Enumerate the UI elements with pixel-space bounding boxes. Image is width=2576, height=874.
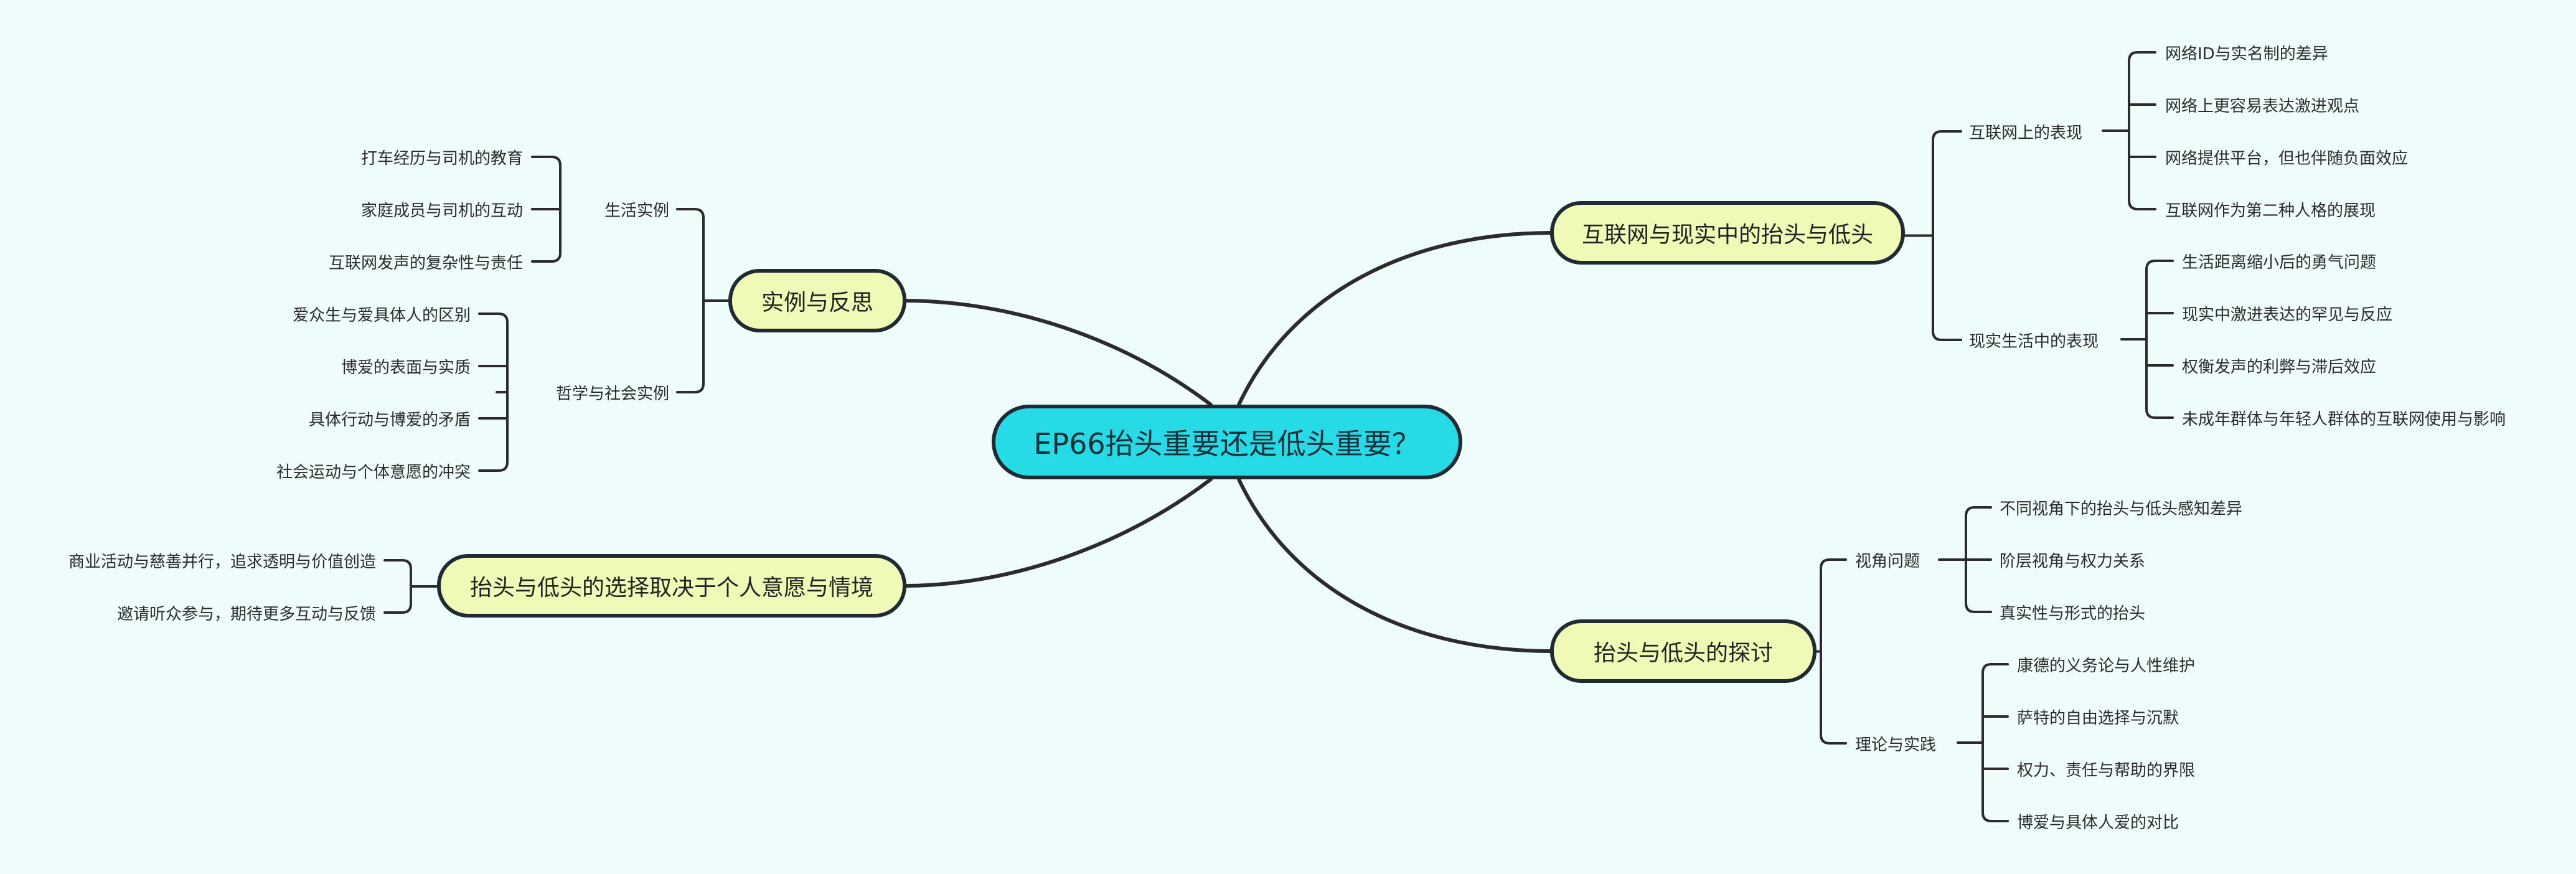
bracket-choice-leaves-bar xyxy=(383,559,412,614)
leaf-item[interactable]: 真实性与形式的抬头 xyxy=(2000,604,2146,623)
leaf-item[interactable]: 网络ID与实名制的差异 xyxy=(2165,44,2328,63)
leaf-item[interactable]: 权衡发声的利弊与滞后效应 xyxy=(2182,357,2377,377)
connector-root-examples xyxy=(905,299,1213,406)
leaf-item[interactable]: 打车经历与司机的教育 xyxy=(360,149,523,168)
leaf-item[interactable]: 生活距离缩小后的勇气问题 xyxy=(2182,253,2377,272)
subtopic-internet[interactable]: 互联网上的表现 xyxy=(1969,123,2083,143)
leaf-item[interactable]: 网络上更容易表达激进观点 xyxy=(2165,96,2360,116)
connector-root-discussion xyxy=(1237,477,1552,653)
bracket-internet-reality-bar xyxy=(1932,130,1962,341)
leaf-item[interactable]: 商业活动与慈善并行，追求透明与价值创造 xyxy=(68,552,376,571)
connector-root-internet xyxy=(1237,231,1552,406)
bracket-theory-leaves-bar xyxy=(1981,663,2009,822)
subtopic-real-life[interactable]: 现实生活中的表现 xyxy=(1969,332,2099,351)
bracket-internet-leaves-bar xyxy=(2128,51,2156,210)
topic-internet-reality[interactable]: 互联网与现实中的抬头与低头 xyxy=(1550,201,1905,265)
leaf-item[interactable]: 互联网发声的复杂性与责任 xyxy=(328,253,523,273)
connector-root-choice xyxy=(905,477,1213,588)
subtopic-philosophy[interactable]: 哲学与社会实例 xyxy=(555,384,669,403)
root-topic[interactable]: EP66抬头重要还是低头重要？ xyxy=(992,405,1462,479)
leaf-item[interactable]: 博爱与具体人爱的对比 xyxy=(2017,813,2179,832)
subtopic-theory[interactable]: 理论与实践 xyxy=(1855,735,1937,754)
leaf-item[interactable]: 具体行动与博爱的矛盾 xyxy=(308,410,471,430)
leaf-item[interactable]: 博爱的表面与实质 xyxy=(341,358,471,377)
topic-choice[interactable]: 抬头与低头的选择取决于个人意愿与情境 xyxy=(437,554,906,618)
leaf-item[interactable]: 网络提供平台，但也伴随负面效应 xyxy=(2165,149,2409,168)
leaf-item[interactable]: 未成年群体与年轻人群体的互联网使用与影响 xyxy=(2182,410,2506,429)
leaf-item[interactable]: 社会运动与个体意愿的冲突 xyxy=(276,463,471,482)
bracket-discussion-bar xyxy=(1820,558,1847,745)
leaf-item[interactable]: 权力、责任与帮助的界限 xyxy=(2017,761,2196,780)
leaf-item[interactable]: 现实中激进表达的罕见与反应 xyxy=(2182,305,2393,324)
bracket-reallife-leaves-bar xyxy=(2145,260,2174,419)
subtopic-life[interactable]: 生活实例 xyxy=(604,201,669,220)
subtopic-perspective[interactable]: 视角问题 xyxy=(1855,552,1920,571)
bracket-examples-bar xyxy=(676,208,705,393)
topic-examples[interactable]: 实例与反思 xyxy=(728,269,906,332)
leaf-item[interactable]: 萨特的自由选择与沉默 xyxy=(2017,708,2179,728)
leaf-item[interactable]: 康德的义务论与人性维护 xyxy=(2017,656,2196,675)
bracket-philosophy-leaves-bar xyxy=(478,312,509,472)
leaf-item[interactable]: 阶层视角与权力关系 xyxy=(2000,552,2146,571)
leaf-item[interactable]: 互联网作为第二种人格的展现 xyxy=(2165,201,2376,220)
leaf-item[interactable]: 家庭成员与司机的互动 xyxy=(360,201,523,220)
leaf-item[interactable]: 不同视角下的抬头与低头感知差异 xyxy=(2000,499,2243,519)
topic-discussion[interactable]: 抬头与低头的探讨 xyxy=(1550,619,1817,683)
leaf-item[interactable]: 爱众生与爱具体人的区别 xyxy=(292,306,471,325)
leaf-item[interactable]: 邀请听众参与，期待更多互动与反馈 xyxy=(116,604,376,624)
